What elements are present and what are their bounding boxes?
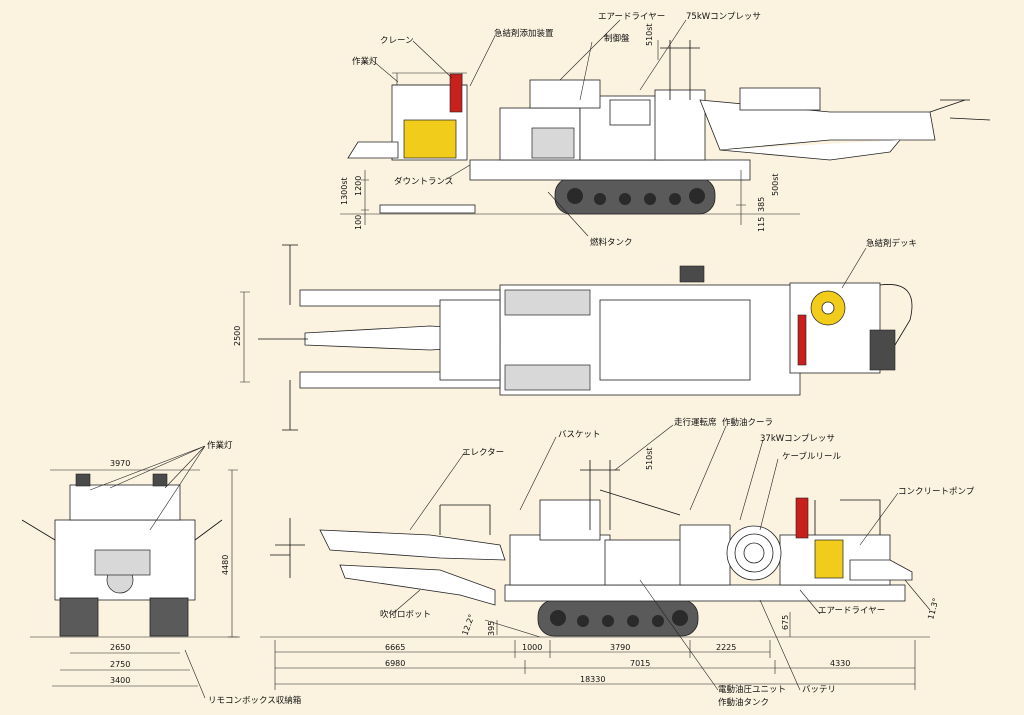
dim-100: 100 [354,215,363,230]
front-track-left [59,597,99,637]
label-oil-cooler: 作動油クーラ [722,417,773,428]
concrete-pump [814,539,844,579]
label-oil-tank: 作動油タンク [718,697,769,708]
dim-6665: 6665 [385,643,405,652]
label-fuel-tank: 燃料タンク [590,237,633,248]
dim-18330: 18330 [580,675,605,684]
label-air-dryer-bottom: エアードライヤー [818,606,885,616]
label-crane: クレーン [380,36,414,46]
dim-angle-12: 12.2° [460,613,476,637]
chassis-bottom [504,584,906,602]
label-work-light-top: 作業灯 [352,56,378,67]
label-concrete-pump: コンクリートポンプ [898,487,975,497]
dim-3400: 3400 [110,676,130,685]
label-work-light-front: 作業灯 [207,440,233,451]
label-compressor75: 75kWコンプレッサ [686,12,761,22]
dim-angle-11: 11.3° [926,597,940,620]
label-battery: バッテリ [802,685,836,695]
dim-3790: 3790 [610,643,630,652]
dim-4330: 4330 [830,659,850,668]
chassis-top [469,159,751,181]
plan-view [240,244,913,431]
side-view-bottom [260,424,931,691]
label-spray-robot: 吹付ロボット [380,609,431,620]
label-basket: バスケット [558,430,601,440]
dim-4480: 4480 [221,555,230,575]
dim-675: 675 [781,615,790,630]
label-remote-box: リモコンボックス収納箱 [208,695,302,706]
label-accel-unit: 急結剤添加装置 [494,28,554,39]
dim-510-top: 510st [645,23,654,46]
dim-6980: 6980 [385,659,405,668]
dim-1300: 1300st [340,177,349,205]
spray-robot-arm [339,564,496,606]
label-electric-unit: 電動油圧ユニット [718,684,786,695]
side-view-top [340,19,991,237]
label-erector: エレクター [462,448,504,458]
erector-boom [319,529,506,561]
dim-395-bottom: 395 [487,621,496,636]
label-control-panel: 制御盤 [604,33,630,44]
accel-unit-top [403,119,457,159]
dim-7015: 7015 [630,659,650,668]
label-down-trans: ダウントランス [394,176,453,187]
label-driver-seat: 走行運転席 [674,417,717,428]
air-dryer-bottom [795,497,809,539]
label-compressor37: 37kWコンプレッサ [760,434,835,444]
dim-510-bottom: 510st [645,447,654,470]
dim-1200: 1200 [354,176,363,196]
dim-2225: 2225 [716,643,736,652]
label-accel-deck: 急結剤デッキ [866,238,917,249]
dim-3970: 3970 [110,459,130,468]
front-track-right [149,597,189,637]
dim-115: 115 [757,217,766,232]
dim-385-top: 385 [757,197,766,212]
label-air-dryer-top: エアードライヤー [598,12,665,22]
dim-1000: 1000 [522,643,542,652]
label-cable-reel: ケーブルリール [782,451,841,462]
front-view [21,445,240,699]
crane-top [449,73,463,113]
dim-500: 500st [771,173,780,196]
dim-2650: 2650 [110,643,130,652]
dim-2750: 2750 [110,660,130,669]
dim-2500: 2500 [233,326,242,346]
